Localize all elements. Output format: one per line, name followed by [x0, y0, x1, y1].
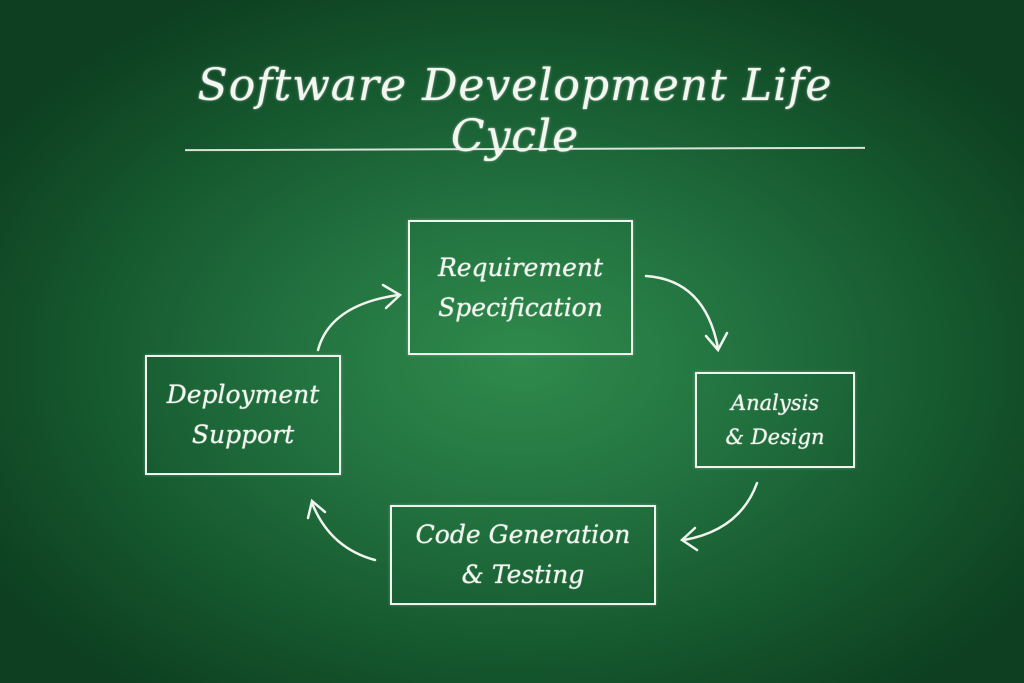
stage-label-line1: Analysis	[730, 391, 820, 415]
stage-requirement-specification: Requirement Specification	[408, 220, 633, 355]
stage-label-line2: & Design	[725, 425, 825, 449]
arrow-deployment-to-requirement	[316, 283, 403, 352]
stage-deployment-support: Deployment Support	[145, 355, 341, 475]
arrow-requirement-to-analysis	[644, 274, 729, 353]
stage-code-generation-testing: Code Generation & Testing	[390, 505, 656, 605]
stage-label-line2: & Testing	[461, 560, 585, 589]
stage-label-line1: Requirement	[437, 252, 604, 282]
stage-label-line1: Deployment	[166, 380, 320, 409]
stage-label-line2: Support	[191, 420, 295, 449]
diagram-title: Software Development Life Cycle	[197, 60, 833, 162]
stage-analysis-design: Analysis & Design	[695, 372, 855, 468]
arrow-analysis-to-code	[679, 481, 759, 552]
stage-label-line1: Code Generation	[415, 520, 631, 549]
stage-label-line2: Specification	[438, 292, 603, 322]
arrow-code-to-deployment	[306, 498, 377, 562]
